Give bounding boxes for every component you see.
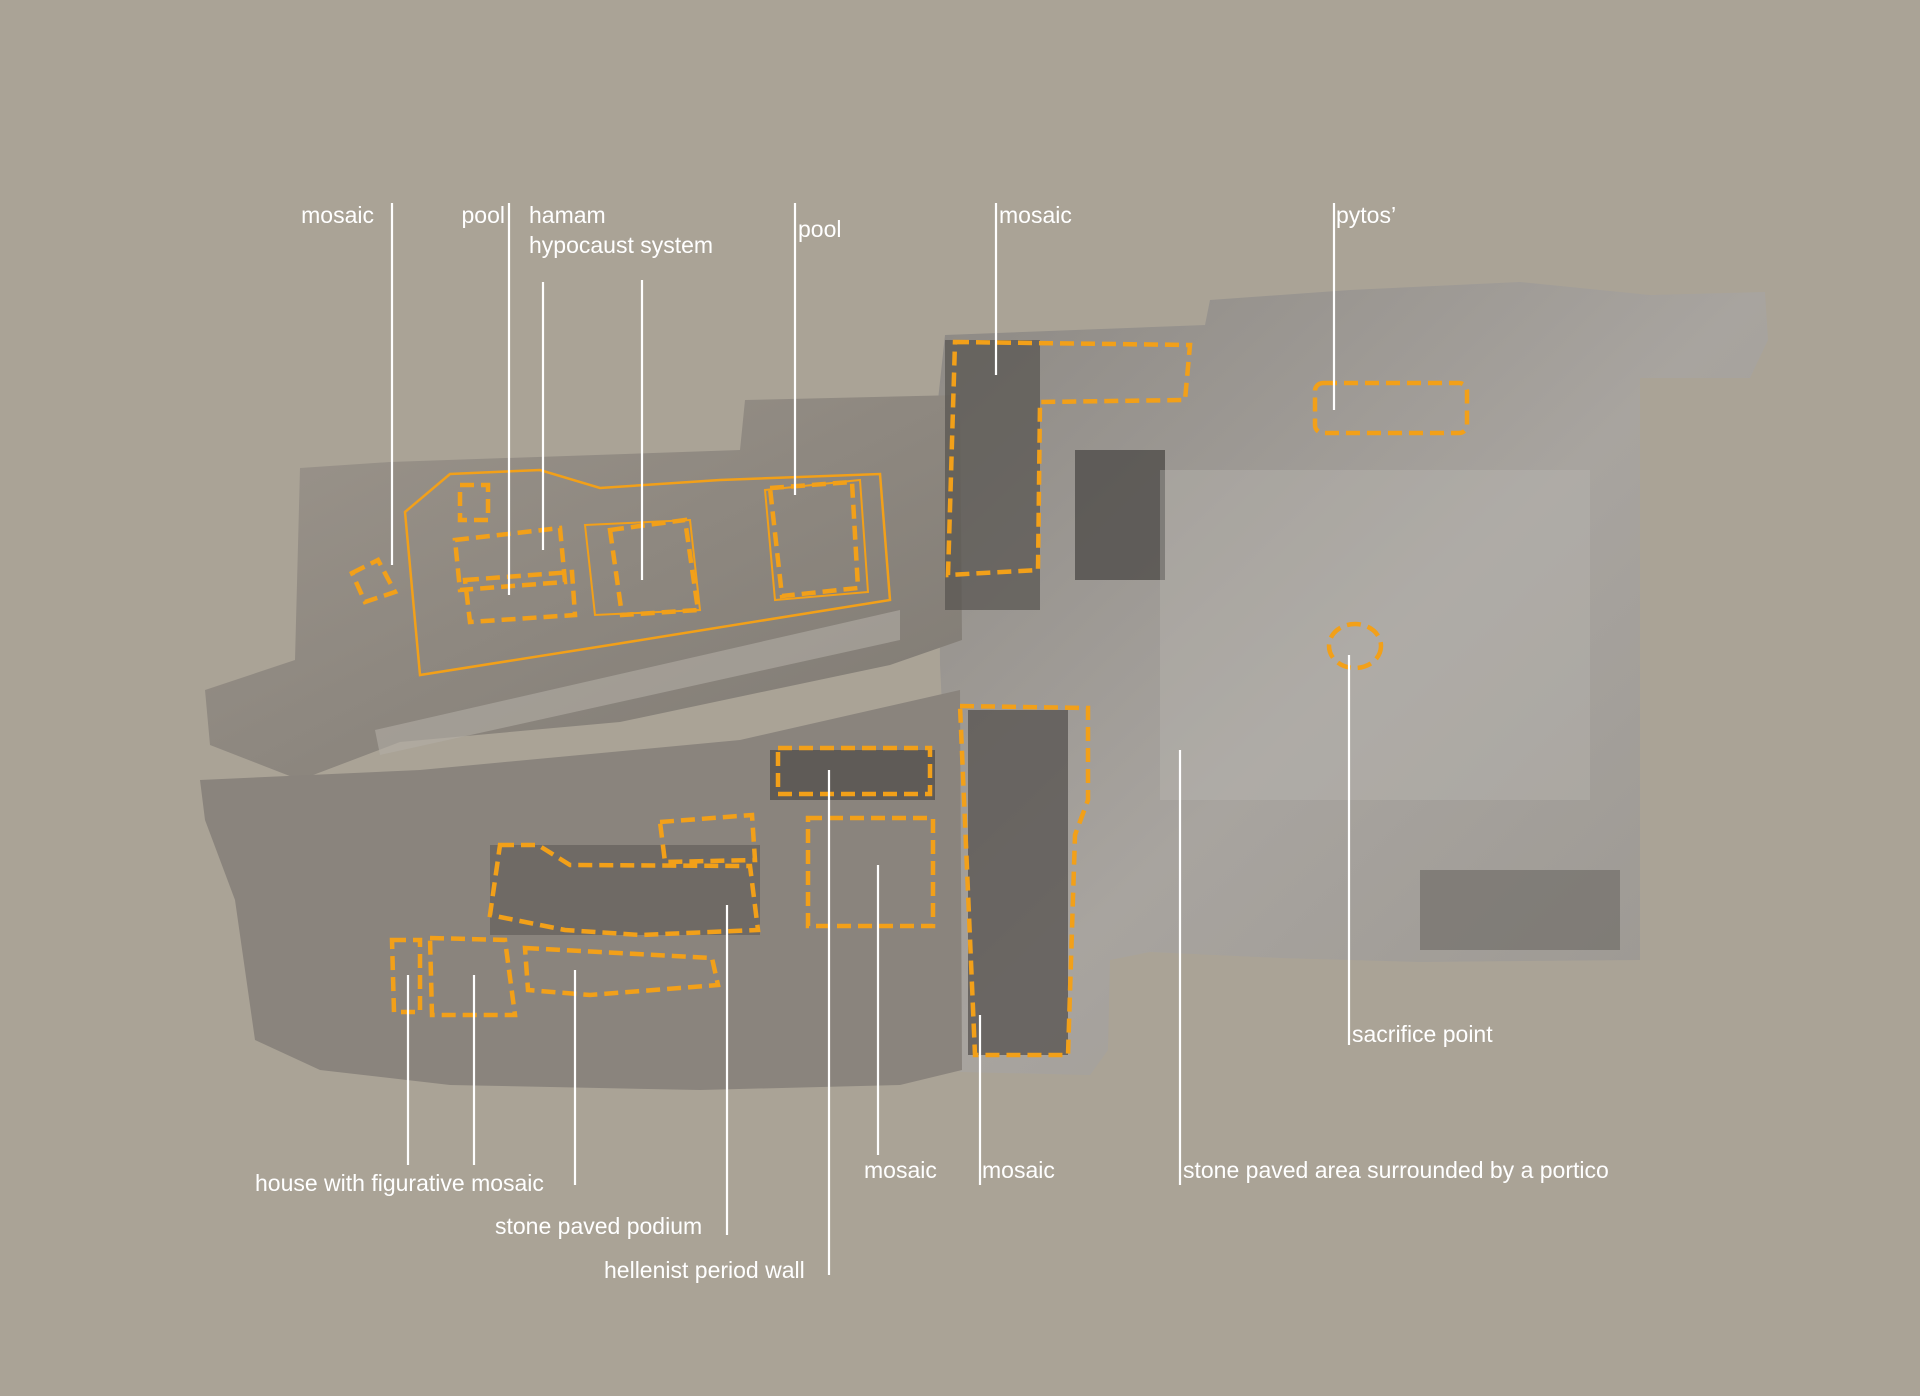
outline-house-room-1 (389, 937, 423, 1015)
dark-trench-1 (945, 340, 1040, 610)
label-pytos: pytos’ (1336, 202, 1397, 228)
label-house-figurative-mosaic: house with figurative mosaic (255, 1170, 544, 1196)
label-hamam: hamam (529, 202, 606, 228)
label-stone-paved-area: stone paved area surrounded by a portico (1183, 1157, 1609, 1183)
outline-room-north-podium (657, 812, 758, 865)
outline-mosaic-2 (945, 339, 1193, 578)
leader-lines (390, 203, 1351, 1275)
dark-south-rooms (1420, 870, 1620, 950)
site-ground (200, 282, 1768, 1090)
outline-house-room-2 (427, 935, 518, 1018)
label-stone-paved-podium: stone paved podium (495, 1213, 703, 1239)
label-mosaic-2: mosaic (999, 202, 1072, 228)
outline-hypocaust (607, 517, 701, 618)
outline-sacrifice-point (1326, 621, 1384, 671)
outline-hellenist-wall (775, 745, 933, 797)
label-pool-1: pool (461, 202, 505, 228)
label-hellenist-wall: hellenist period wall (604, 1257, 805, 1283)
complex-outline-inner (583, 518, 702, 617)
complex-outline (403, 468, 892, 677)
northwest-sector (205, 395, 962, 780)
outline-mosaic-3 (805, 815, 936, 929)
label-sacrifice-point: sacrifice point (1352, 1021, 1493, 1047)
label-mosaic-1: mosaic (301, 202, 374, 228)
dark-trench-2 (968, 710, 1068, 1055)
label-mosaic-4: mosaic (982, 1157, 1055, 1183)
outline-pool-small (457, 482, 491, 523)
outline-stone-paved-podium (487, 842, 761, 938)
outline-pool-1 (462, 569, 578, 625)
outline-pytos (1312, 380, 1470, 436)
east-wing-outline (763, 478, 870, 602)
diagonal-road (375, 610, 900, 755)
outline-pool-2 (767, 479, 861, 599)
dark-structure (1075, 450, 1165, 580)
label-pool-2: pool (798, 216, 842, 242)
dark-wall-strip (770, 750, 935, 800)
feature-outlines (349, 339, 1470, 1058)
outline-mosaic-4 (957, 703, 1091, 1058)
label-mosaic-3: mosaic (864, 1157, 937, 1183)
outline-hamam (452, 525, 568, 593)
label-hypocaust: hypocaust system (529, 232, 714, 258)
outline-house-room-3 (522, 945, 721, 998)
outline-mosaic-1 (349, 557, 399, 605)
